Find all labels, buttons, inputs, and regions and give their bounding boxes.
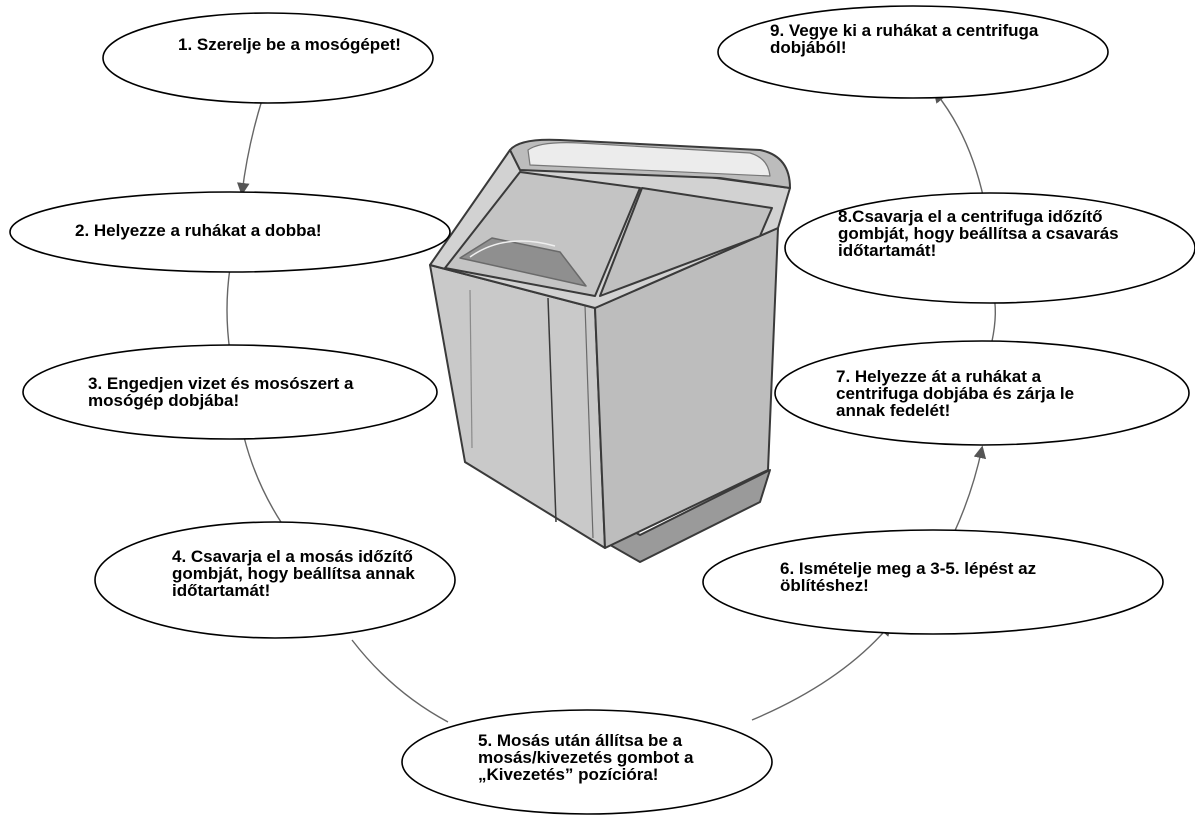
- step-6-bubble: [702, 529, 1164, 635]
- step-8-text: 8.Csavarja el a centrifuga időzítő gombj…: [838, 207, 1119, 260]
- step-4-text: 4. Csavarja el a mosás időzítő gombját, …: [172, 547, 415, 600]
- step-3-text: 3. Engedjen vizet és mosószert a mosógép…: [88, 374, 354, 410]
- connector-4-5: [351, 639, 449, 723]
- step-7-text: 7. Helyezze át a ruhákat a centrifuga do…: [836, 367, 1075, 420]
- step-6-text: 6. Ismételje meg a 3-5. lépést az öblíté…: [780, 559, 1037, 595]
- step-2-text: 2. Helyezze a ruhákat a dobba!: [75, 221, 322, 240]
- step-5-text: 5. Mosás után állítsa be a mosás/kivezet…: [478, 731, 694, 784]
- step-9-bubble: [717, 5, 1109, 99]
- step-4-bubble: [94, 521, 456, 639]
- twin-tub-washing-machine-icon: [429, 138, 791, 563]
- step-1-bubble: [102, 12, 434, 104]
- connector-8-9: [933, 90, 985, 201]
- step-9-text: 9. Vegye ki a ruhákat a centrifuga dobjá…: [770, 21, 1039, 57]
- connector-5-6: [751, 623, 892, 721]
- step-3-bubble: [22, 344, 438, 440]
- step-2-bubble: [9, 191, 451, 273]
- step-7-bubble: [774, 340, 1190, 446]
- connector-2-3: [226, 267, 231, 353]
- step-1-text: 1. Szerelje be a mosógépet!: [178, 35, 401, 54]
- connector-1-2: [236, 99, 263, 196]
- step-5-bubble: [401, 709, 773, 815]
- step-8-bubble: [784, 192, 1195, 304]
